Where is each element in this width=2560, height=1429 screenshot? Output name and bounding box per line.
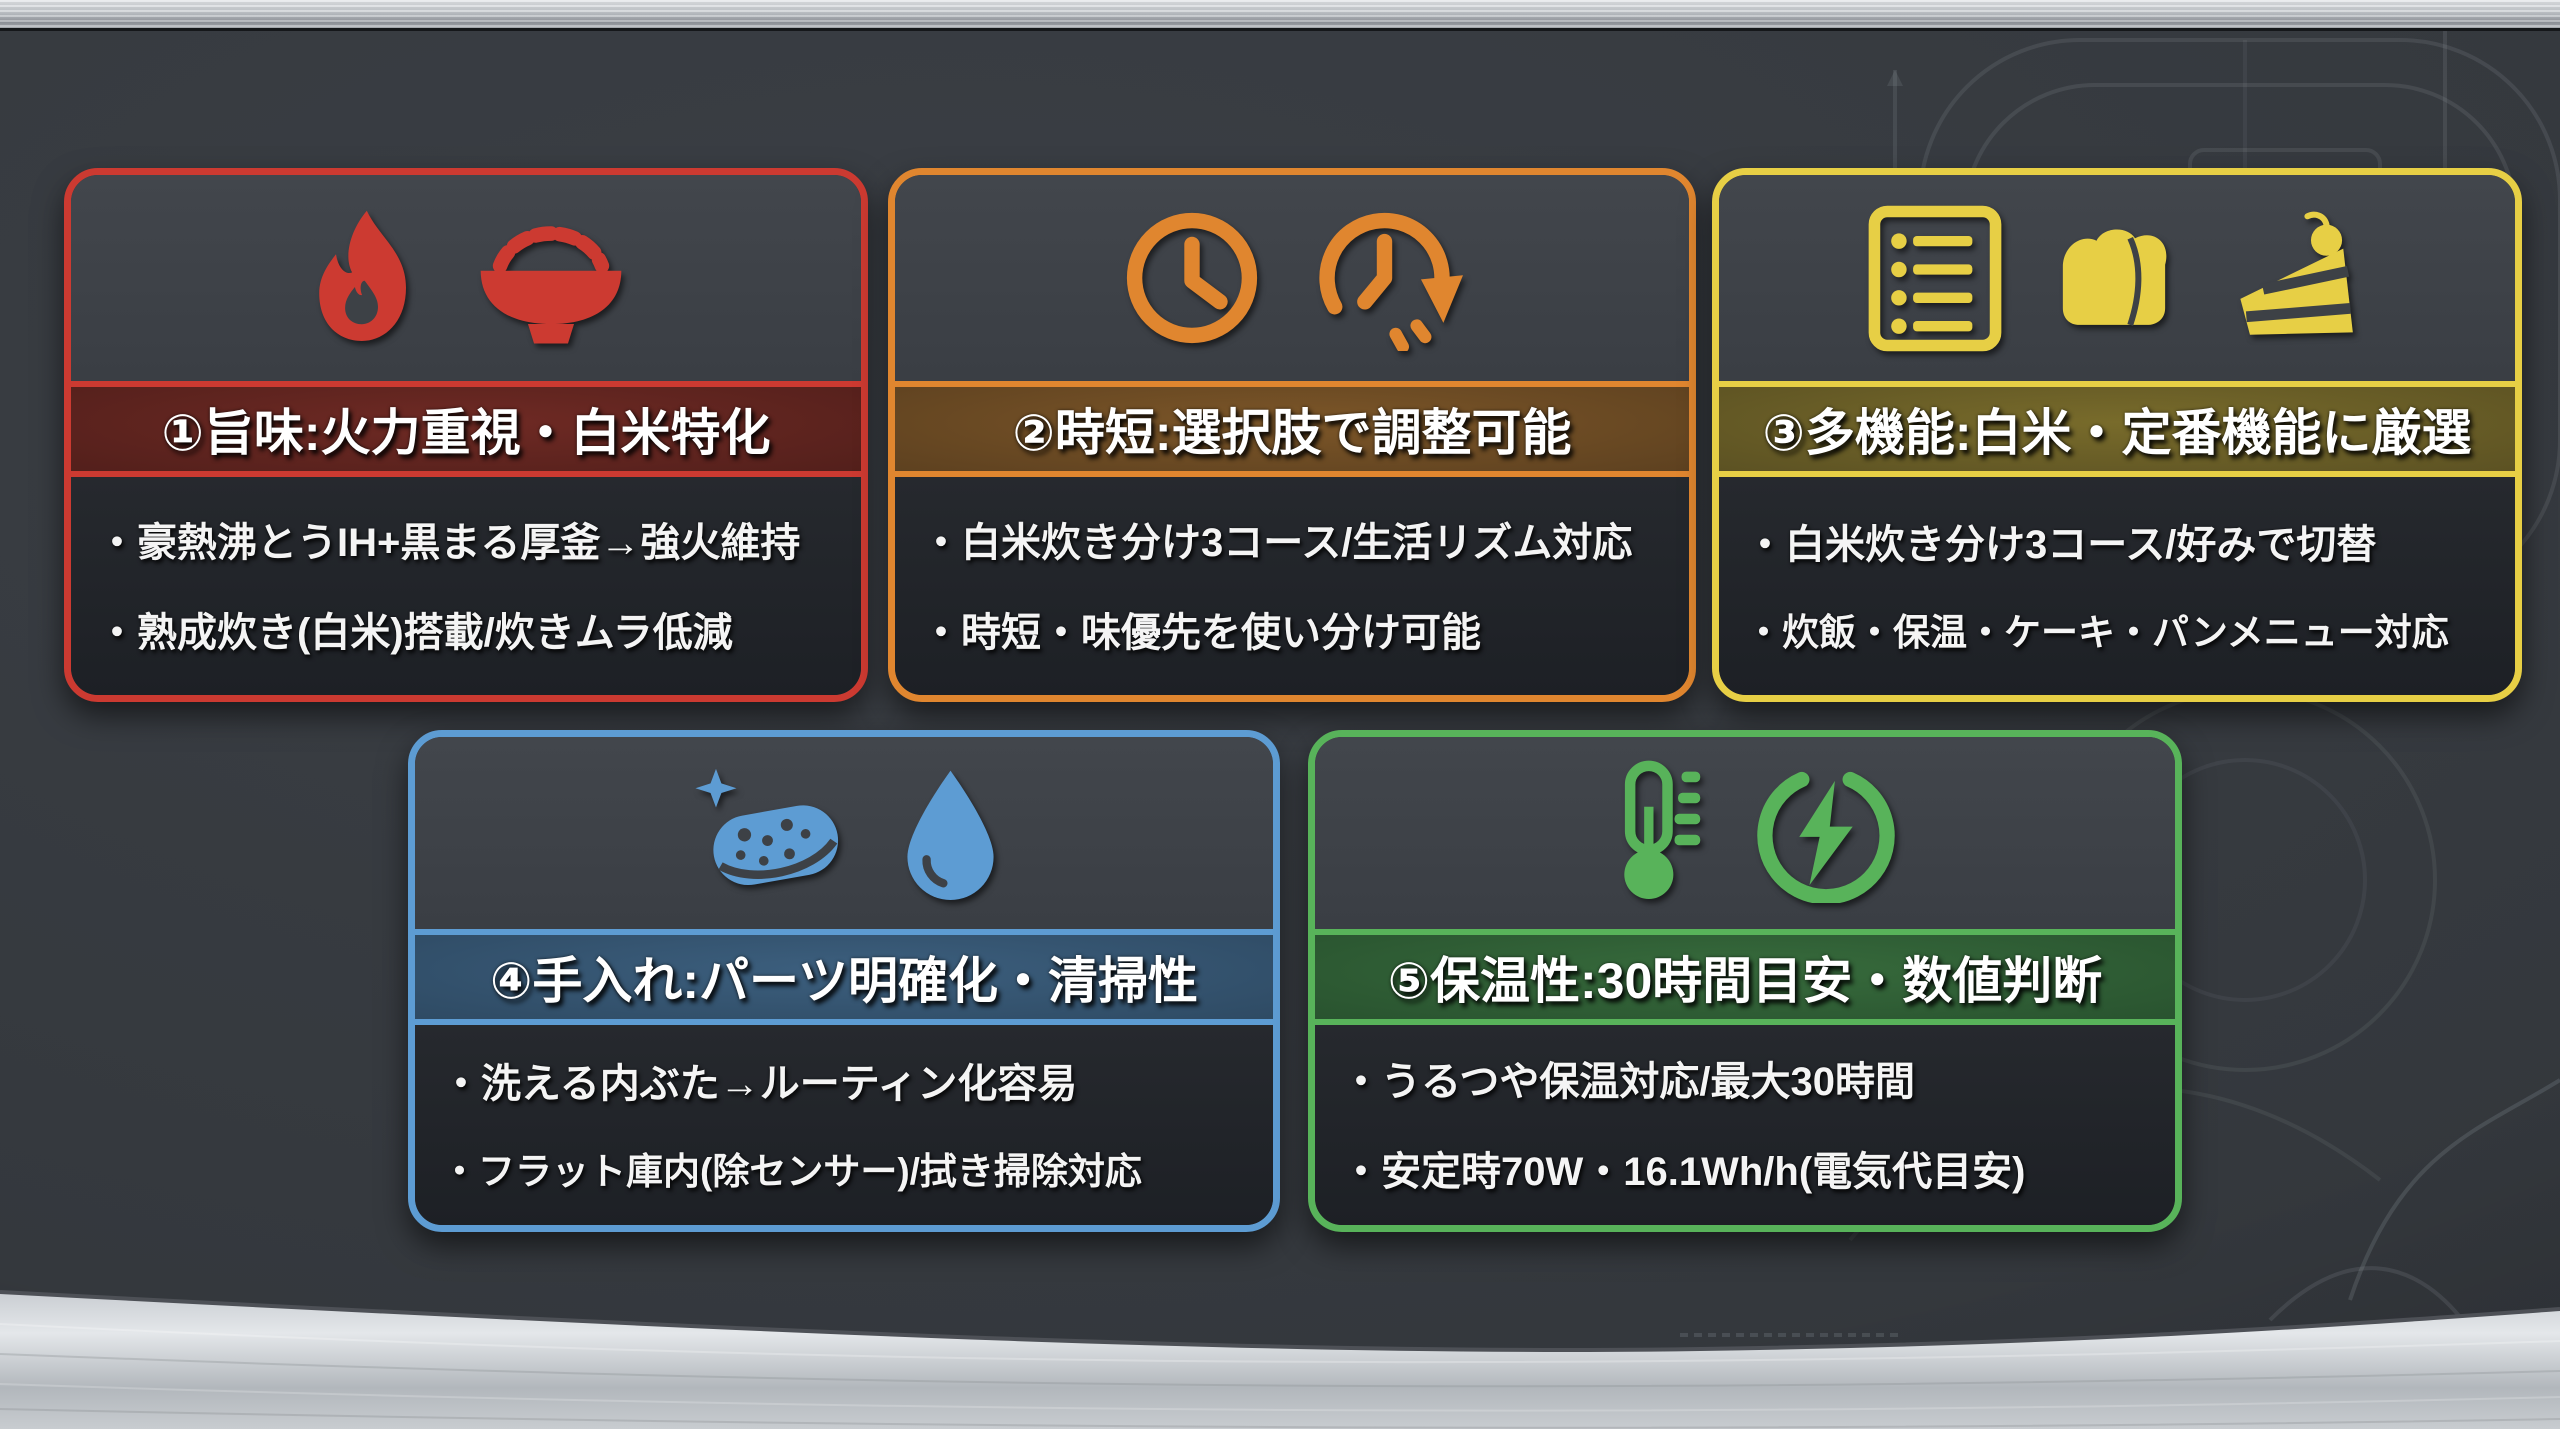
water-drop-icon <box>907 770 994 900</box>
cake-icon <box>2240 211 2353 335</box>
card-umami-title: ①旨味:火力重視・白米特化 <box>71 381 861 477</box>
menu-list-icon <box>1868 205 2002 351</box>
card-cleaning: ④手入れ:パーツ明確化・清掃性 ・洗える内ぶた→ルーティン化容易 ・フラット庫内… <box>408 730 1280 1232</box>
metal-bottom-band <box>0 1290 2560 1429</box>
card-time-saving-icons <box>895 175 1689 381</box>
flame-icon <box>319 210 406 341</box>
card-cleaning-icons <box>415 737 1273 929</box>
metal-top-band <box>0 0 2560 31</box>
bullet-item: ・白米炊き分け3コース/生活リズム対応 <box>921 521 1633 565</box>
card-keep-warm-icons <box>1315 737 2175 929</box>
rice-bowl-icon <box>480 226 622 344</box>
card-keep-warm-bullets: ・うるつや保温対応/最大30時間 ・安定時70W・16.1Wh/h(電気代目安) <box>1315 1025 2175 1225</box>
bullet-item: ・熟成炊き(白米)搭載/炊きムラ低減 <box>97 611 733 655</box>
bullet-item: ・炊飯・保温・ケーキ・パンメニュー対応 <box>1745 612 2449 653</box>
card-keep-warm-title: ⑤保温性:30時間目安・数値判断 <box>1315 929 2175 1025</box>
bullet-item: ・豪熱沸とうIH+黒まる厚釜→強火維持 <box>97 521 801 565</box>
card-umami-bullets: ・豪熱沸とうIH+黒まる厚釜→強火維持 ・熟成炊き(白米)搭載/炊きムラ低減 <box>71 477 861 695</box>
thermometer-icon <box>1623 760 1700 899</box>
card-multifunction: ③多機能:白米・定番機能に厳選 ・白米炊き分け3コース/好みで切替 ・炊飯・保温… <box>1712 168 2522 702</box>
card-cleaning-title: ④手入れ:パーツ明確化・清掃性 <box>415 929 1273 1025</box>
sponge-icon <box>695 768 839 885</box>
bullet-item: ・うるつや保温対応/最大30時間 <box>1341 1060 1916 1104</box>
card-multifunction-icons <box>1719 175 2515 381</box>
card-time-saving-bullets: ・白米炊き分け3コース/生活リズム対応 ・時短・味優先を使い分け可能 <box>895 477 1689 695</box>
power-icon <box>1756 771 1895 903</box>
bullet-item: ・洗える内ぶた→ルーティン化容易 <box>441 1062 1078 1106</box>
bullet-item: ・時短・味優先を使い分け可能 <box>921 611 1481 655</box>
clock-refresh-icon <box>1318 212 1463 351</box>
card-keep-warm: ⑤保温性:30時間目安・数値判断 ・うるつや保温対応/最大30時間 ・安定時70… <box>1308 730 2182 1232</box>
card-multifunction-bullets: ・白米炊き分け3コース/好みで切替 ・炊飯・保温・ケーキ・パンメニュー対応 <box>1719 477 2515 695</box>
clock-icon <box>1126 212 1257 344</box>
bullet-item: ・フラット庫内(除センサー)/拭き掃除対応 <box>441 1151 1142 1192</box>
bullet-item: ・安定時70W・16.1Wh/h(電気代目安) <box>1341 1150 2026 1194</box>
card-cleaning-bullets: ・洗える内ぶた→ルーティン化容易 ・フラット庫内(除センサー)/拭き掃除対応 <box>415 1025 1273 1225</box>
card-umami-icons <box>71 175 861 381</box>
card-time-saving: ②時短:選択肢で調整可能 ・白米炊き分け3コース/生活リズム対応 ・時短・味優先… <box>888 168 1696 702</box>
bullet-item: ・白米炊き分け3コース/好みで切替 <box>1745 523 2377 567</box>
card-multifunction-title: ③多機能:白米・定番機能に厳選 <box>1719 381 2515 477</box>
card-time-saving-title: ②時短:選択肢で調整可能 <box>895 381 1689 477</box>
card-umami: ①旨味:火力重視・白米特化 ・豪熱沸とうIH+黒まる厚釜→強火維持 ・熟成炊き(… <box>64 168 868 702</box>
bread-icon <box>2062 229 2167 326</box>
